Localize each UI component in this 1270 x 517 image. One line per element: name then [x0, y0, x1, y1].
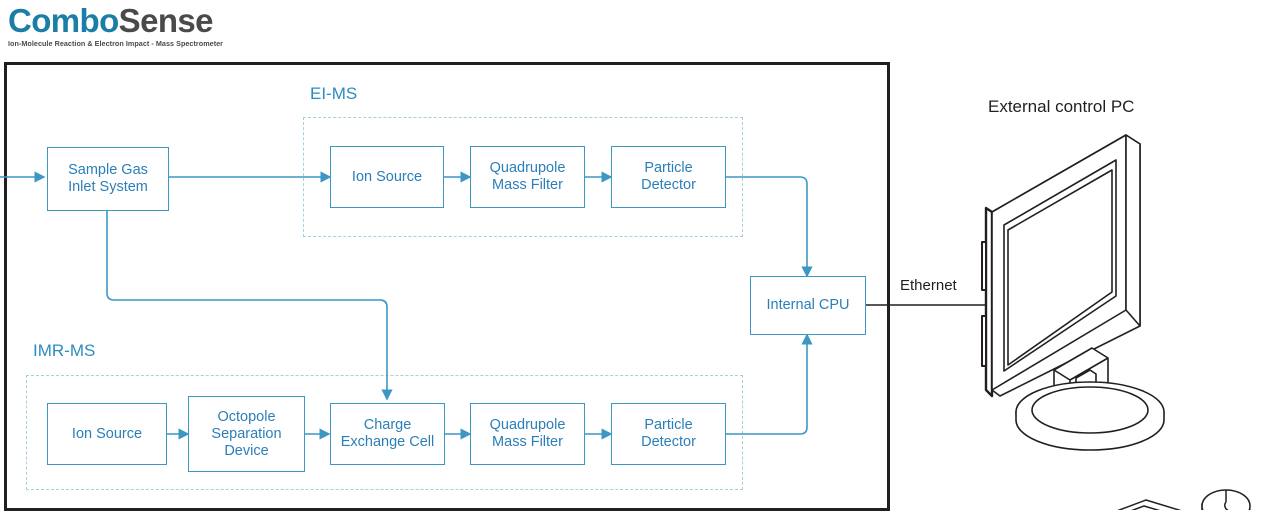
- node-label: Particle Detector: [641, 160, 696, 194]
- node-line-1: Internal CPU: [766, 297, 850, 313]
- node-imr-particle-detector[interactable]: Particle Detector: [611, 403, 726, 465]
- node-line-1: Quadrupole: [489, 417, 566, 433]
- node-line-3: Device: [224, 442, 269, 459]
- node-line-1: Ion Source: [71, 425, 143, 442]
- node-label: Sample Gas Inlet System: [68, 162, 148, 196]
- node-label: Octopole Separation Device: [211, 409, 281, 460]
- node-line-1: Ion Source: [351, 168, 423, 185]
- node-line-2: Inlet System: [68, 179, 148, 195]
- node-line-2: Exchange Cell: [340, 434, 435, 450]
- combosense-logo: ComboSense Ion-Molecule Reaction & Elect…: [8, 4, 308, 56]
- node-imr-charge-exchange-cell[interactable]: Charge Exchange Cell: [330, 403, 445, 465]
- node-label: Charge Exchange Cell: [341, 417, 435, 451]
- logo-tagline: Ion-Molecule Reaction & Electron Impact …: [8, 39, 224, 48]
- external-pc-title: External control PC: [988, 97, 1135, 116]
- node-line-2: Detector: [641, 177, 696, 193]
- group-label-imr-ms: IMR-MS: [33, 341, 96, 360]
- monitor-port-notch-2: [981, 315, 987, 367]
- node-label: Internal CPU: [766, 297, 849, 314]
- node-ei-ion-source[interactable]: Ion Source: [330, 146, 444, 208]
- monitor-port-notch: [981, 241, 987, 291]
- keyboard: [1098, 499, 1205, 517]
- node-label: Quadrupole Mass Filter: [490, 417, 566, 451]
- group-label-ei-ms: EI-MS: [310, 84, 358, 103]
- node-internal-cpu[interactable]: Internal CPU: [750, 276, 866, 335]
- node-line-1: Octopole: [217, 408, 276, 425]
- node-line-1: Particle: [644, 417, 693, 433]
- ethernet-label: Ethernet: [900, 277, 957, 294]
- node-line-2: Detector: [641, 434, 696, 450]
- node-imr-octopole-separation-device[interactable]: Octopole Separation Device: [188, 396, 305, 472]
- node-line-1: Quadrupole: [489, 160, 566, 176]
- logo-word-combo: Combo: [8, 2, 119, 39]
- node-label: Particle Detector: [641, 417, 696, 451]
- node-line-2: Mass Filter: [492, 434, 563, 450]
- node-ei-quadrupole-mass-filter[interactable]: Quadrupole Mass Filter: [470, 146, 585, 208]
- monitor-stand-base: [1015, 381, 1165, 451]
- node-imr-ion-source[interactable]: Ion Source: [47, 403, 167, 465]
- node-line-1: Charge: [363, 417, 412, 433]
- node-line-2: Mass Filter: [492, 177, 563, 193]
- node-line-1: Particle: [644, 160, 693, 176]
- node-label: Ion Source: [72, 426, 142, 443]
- monitor-screen: [1003, 159, 1117, 372]
- monitor-top-right-edge: [1125, 134, 1141, 327]
- logo-wordmark: ComboSense: [8, 4, 308, 38]
- node-label: Quadrupole Mass Filter: [490, 160, 566, 194]
- node-line-1: Sample Gas: [68, 162, 148, 178]
- monitor-side-edge: [984, 206, 994, 398]
- node-imr-quadrupole-mass-filter[interactable]: Quadrupole Mass Filter: [470, 403, 585, 465]
- node-line-2: Separation: [211, 425, 282, 442]
- node-ei-particle-detector[interactable]: Particle Detector: [611, 146, 726, 208]
- node-label: Ion Source: [352, 169, 422, 186]
- logo-word-sense: Sense: [118, 2, 214, 39]
- node-sample-gas-inlet[interactable]: Sample Gas Inlet System: [47, 147, 169, 211]
- mouse: [1201, 489, 1251, 517]
- external-control-pc-illustration: [930, 120, 1270, 517]
